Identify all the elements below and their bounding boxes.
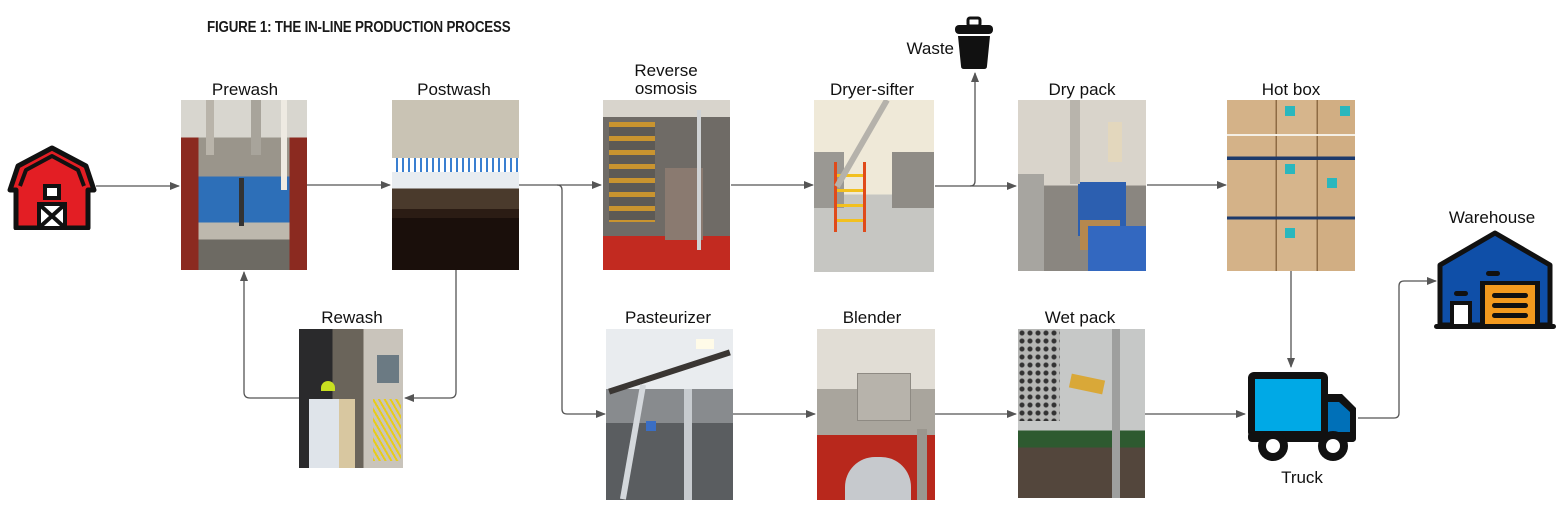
pasteurizer-photo: [606, 329, 733, 500]
postwash-label: Postwash: [417, 80, 491, 99]
hot-box-photo: [1227, 100, 1355, 271]
prewash-label: Prewash: [211, 80, 279, 99]
ro-label-line1: Reverse: [634, 61, 698, 80]
warehouse-icon: [1434, 230, 1556, 329]
dry-pack-photo: [1018, 100, 1146, 271]
ro-label-line2: osmosis: [634, 79, 698, 98]
barn-icon: [7, 145, 97, 230]
dryer-sifter-photo: [814, 100, 934, 272]
hot-box-label: Hot box: [1261, 80, 1321, 99]
wet-pack-label: Wet pack: [1044, 308, 1116, 327]
rewash-photo: [299, 329, 403, 468]
blender-photo: [817, 329, 935, 500]
waste-label: Waste: [906, 39, 954, 58]
warehouse-label: Warehouse: [1448, 208, 1536, 227]
arrow-postwash-pasteurizer: [556, 184, 606, 418]
dry-pack-label: Dry pack: [1048, 80, 1116, 99]
ro-photo: [603, 100, 730, 270]
arrow-truck-warehouse: [1358, 277, 1437, 419]
arrow-postwash-rewash: [404, 270, 457, 402]
truck-icon: [1248, 372, 1356, 461]
dryer-sifter-label: Dryer-sifter: [829, 80, 915, 99]
prewash-photo: [181, 100, 307, 270]
postwash-photo: [392, 100, 519, 270]
trash-can-icon: [955, 16, 993, 69]
arrow-dryer-waste: [935, 72, 979, 187]
rewash-label: Rewash: [321, 308, 383, 327]
figure-title: FIGURE 1: THE IN-LINE PRODUCTION PROCESS: [207, 19, 511, 36]
truck-label: Truck: [1281, 468, 1323, 487]
pasteurizer-label: Pasteurizer: [625, 308, 711, 327]
arrow-rewash-prewash: [240, 271, 300, 399]
blender-label: Blender: [842, 308, 902, 327]
wet-pack-photo: [1018, 329, 1145, 498]
